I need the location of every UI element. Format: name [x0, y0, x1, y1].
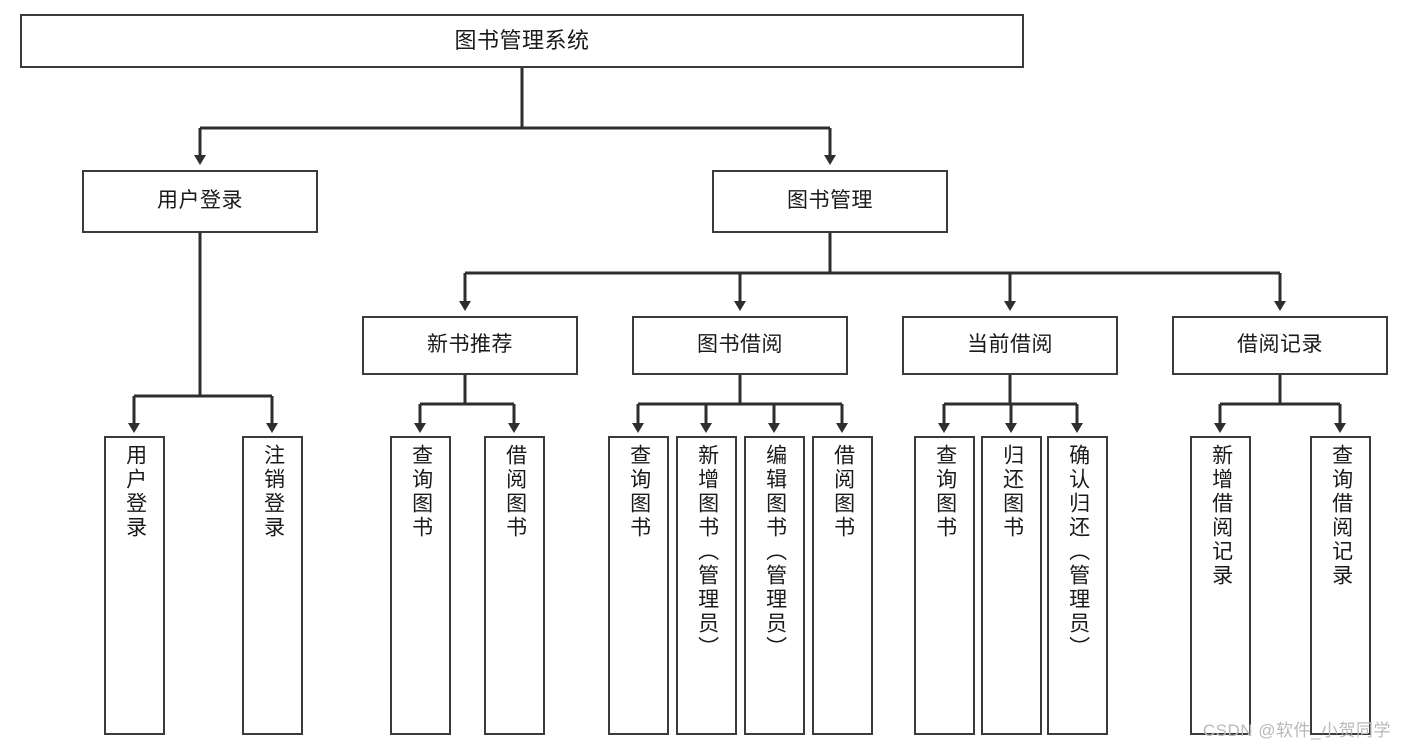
node-label: 图书管理系统	[454, 28, 590, 54]
leaf-borrow-book-recommend[interactable]: 借阅图书	[484, 436, 545, 735]
leaf-add-borrow-record[interactable]: 新增借阅记录	[1190, 436, 1251, 735]
node-label: 借阅图书	[503, 444, 527, 540]
leaf-query-book-borrow[interactable]: 查询图书	[608, 436, 669, 735]
node-label: 用户登录	[157, 189, 243, 213]
leaf-borrow-book[interactable]: 借阅图书	[812, 436, 873, 735]
node-label: 借阅记录	[1237, 333, 1323, 357]
leaf-query-book-current[interactable]: 查询图书	[914, 436, 975, 735]
node-label: 新增借阅记录	[1209, 444, 1233, 588]
node-label: 查询图书	[933, 444, 957, 540]
node-label: 查询图书	[409, 444, 433, 540]
node-label: 新书推荐	[427, 333, 513, 357]
node-current-borrow[interactable]: 当前借阅	[902, 316, 1118, 375]
node-label: 图书管理	[787, 189, 873, 213]
node-new-book-recommend[interactable]: 新书推荐	[362, 316, 578, 375]
leaf-logout-login[interactable]: 注销登录	[242, 436, 303, 735]
node-label: 归还图书	[1000, 444, 1024, 540]
node-book-borrow[interactable]: 图书借阅	[632, 316, 848, 375]
node-label: 用户登录	[123, 444, 147, 540]
node-label: 确认归还（管理员）	[1066, 444, 1090, 660]
leaf-add-book-admin[interactable]: 新增图书（管理员）	[676, 436, 737, 735]
node-label: 编辑图书（管理员）	[763, 444, 787, 660]
node-label: 新增图书（管理员）	[695, 444, 719, 660]
node-root-book-management-system[interactable]: 图书管理系统	[20, 14, 1024, 68]
node-user-login[interactable]: 用户登录	[82, 170, 318, 233]
leaf-return-book[interactable]: 归还图书	[981, 436, 1042, 735]
leaf-query-borrow-record[interactable]: 查询借阅记录	[1310, 436, 1371, 735]
node-label: 当前借阅	[967, 333, 1053, 357]
node-label: 借阅图书	[831, 444, 855, 540]
node-book-management[interactable]: 图书管理	[712, 170, 948, 233]
csdn-watermark: CSDN @软件_小贺同学	[1202, 721, 1391, 740]
node-label: 查询借阅记录	[1329, 444, 1353, 588]
node-label: 图书借阅	[697, 333, 783, 357]
leaf-query-book-recommend[interactable]: 查询图书	[390, 436, 451, 735]
node-label: 查询图书	[627, 444, 651, 540]
node-label: 注销登录	[261, 444, 285, 540]
leaf-confirm-return-admin[interactable]: 确认归还（管理员）	[1047, 436, 1108, 735]
node-borrow-record[interactable]: 借阅记录	[1172, 316, 1388, 375]
leaf-edit-book-admin[interactable]: 编辑图书（管理员）	[744, 436, 805, 735]
leaf-user-login[interactable]: 用户登录	[104, 436, 165, 735]
